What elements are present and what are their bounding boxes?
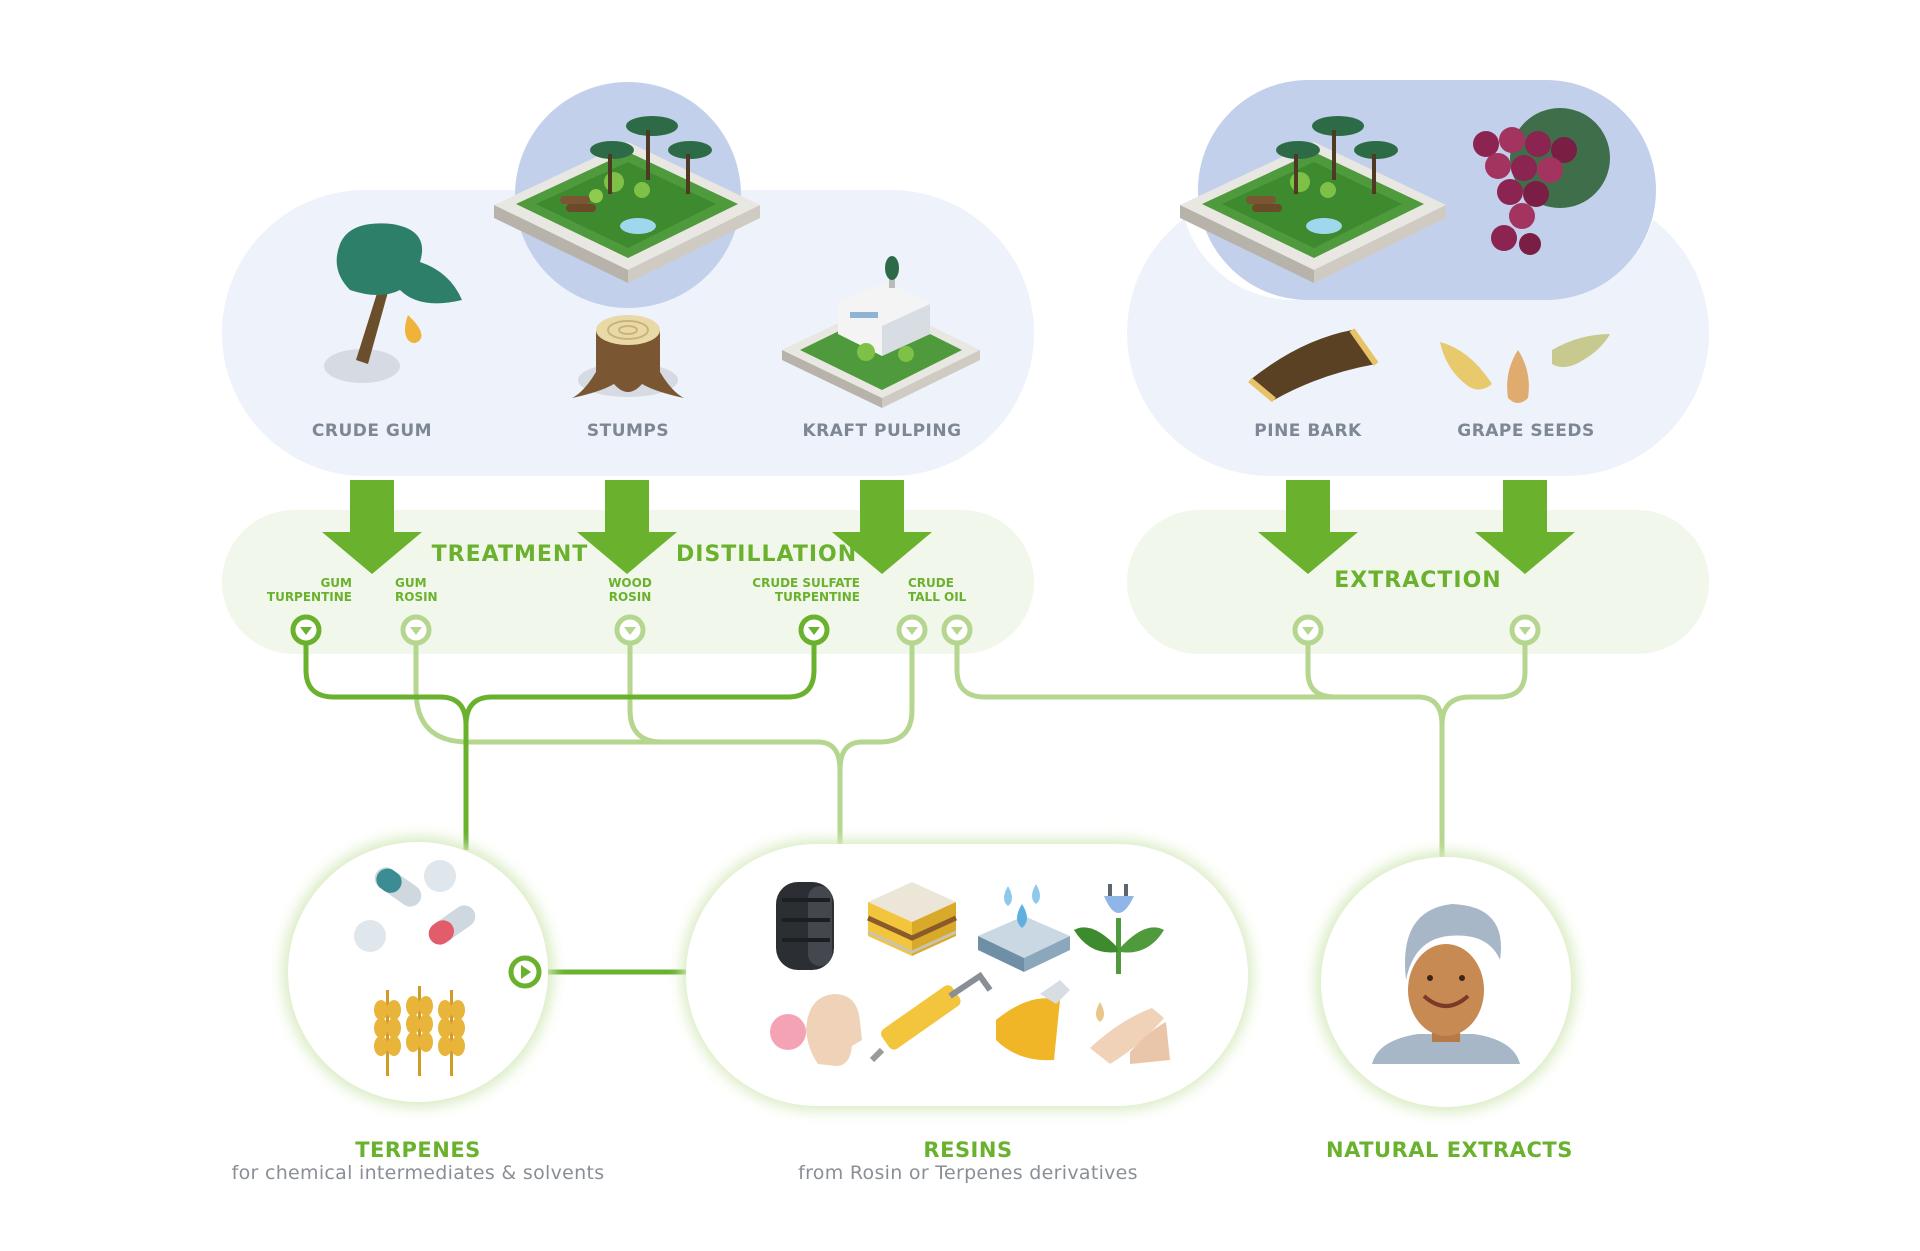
bubble-gum-icon — [770, 994, 862, 1066]
gum-rosin-line-1: GUM — [395, 576, 427, 590]
crude-sulfate-turpentine-line-1: CRUDE SULFATE — [752, 576, 860, 590]
water-drop-icon — [978, 884, 1070, 972]
arrows — [322, 480, 1575, 574]
gum-rosin-line-2: ROSIN — [395, 590, 438, 604]
forest-tile-icon — [494, 116, 760, 283]
wheat-icon — [374, 986, 465, 1076]
right-source-cloud — [1127, 74, 1709, 476]
label-treatment: TREATMENT — [431, 542, 589, 567]
oil-bottle-icon — [996, 980, 1070, 1061]
label-crude-tall-oil: CRUDE TALL OIL — [908, 576, 988, 604]
node-crude-tall-oil-b — [941, 614, 973, 646]
label-terpenes: TERPENES — [355, 1138, 481, 1162]
grape-seed-icon — [1440, 334, 1610, 403]
gum-turpentine-line-1: GUM — [320, 576, 352, 590]
extraction-band — [1127, 510, 1709, 654]
factory-icon — [782, 256, 980, 408]
play-node-icon — [508, 955, 542, 989]
label-resins-desc: from Rosin or Terpenes derivatives — [798, 1162, 1138, 1184]
terpenes-bubble — [288, 842, 548, 1102]
label-ampersand: & — [616, 542, 638, 567]
node-wood-rosin — [614, 614, 646, 646]
legs-icon — [1090, 1002, 1170, 1064]
intermediate-nodes — [290, 614, 1541, 646]
woman-towel-icon — [1372, 904, 1520, 1064]
forest-tile-icon-right — [1180, 116, 1446, 283]
crude-tall-oil-line-1: CRUDE — [908, 576, 954, 590]
crude-sulfate-turpentine-line-2: TURPENTINE — [774, 590, 860, 604]
crude-tall-oil-line-2: TALL OIL — [908, 590, 967, 604]
arrow-crude-gum — [322, 480, 422, 574]
label-distillation: DISTILLATION — [676, 542, 858, 567]
output-bubbles — [283, 837, 1576, 1112]
label-kraft-pulping: KRAFT PULPING — [802, 421, 962, 441]
capsule-icon — [354, 860, 476, 952]
resins-bubble — [686, 844, 1248, 1106]
label-terpenes-desc: for chemical intermediates & solvents — [231, 1162, 605, 1184]
node-gum-turpentine — [290, 614, 322, 646]
arrow-stumps — [577, 480, 677, 574]
label-gum-rosin: GUM ROSIN — [395, 576, 455, 604]
label-extraction: EXTRACTION — [1334, 568, 1502, 593]
label-crude-sulfate-turpentine: CRUDE SULFATE TURPENTINE — [740, 576, 860, 604]
gum-turpentine-line-2: TURPENTINE — [266, 590, 352, 604]
tire-icon — [776, 882, 834, 970]
plant-plug-icon — [1074, 884, 1164, 974]
label-gum-turpentine: GUM TURPENTINE — [252, 576, 352, 604]
arrow-kraft — [832, 480, 932, 574]
wood-rosin-line-2: ROSIN — [608, 590, 652, 604]
pine-tree-icon — [324, 223, 462, 383]
node-crude-sulfate-turpentine — [798, 614, 830, 646]
connector-lines-light — [413, 642, 1528, 860]
label-resins: RESINS — [923, 1138, 1013, 1162]
pine-bark-icon — [1248, 328, 1379, 403]
arrow-grape-seeds — [1475, 480, 1575, 574]
label-pine-bark: PINE BARK — [1254, 421, 1362, 441]
wood-rosin-line-1: WOOD — [608, 576, 652, 590]
caulk-gun-icon — [869, 971, 993, 1063]
label-natural-extracts: NATURAL EXTRACTS — [1326, 1138, 1573, 1162]
node-crude-tall-oil-a — [896, 614, 928, 646]
label-crude-gum: CRUDE GUM — [311, 421, 433, 441]
node-pine-bark-extract — [1292, 614, 1324, 646]
label-stumps: STUMPS — [586, 421, 670, 441]
connector-lines-dark — [303, 642, 817, 975]
label-grape-seeds: GRAPE SEEDS — [1457, 421, 1595, 441]
grape-icon — [1473, 108, 1610, 255]
node-gum-rosin — [400, 614, 432, 646]
node-grape-seed-extract — [1509, 614, 1541, 646]
label-wood-rosin: WOOD ROSIN — [600, 576, 660, 604]
layers-icon — [866, 882, 958, 956]
arrow-pine-bark — [1258, 480, 1358, 574]
stump-icon — [572, 315, 684, 398]
